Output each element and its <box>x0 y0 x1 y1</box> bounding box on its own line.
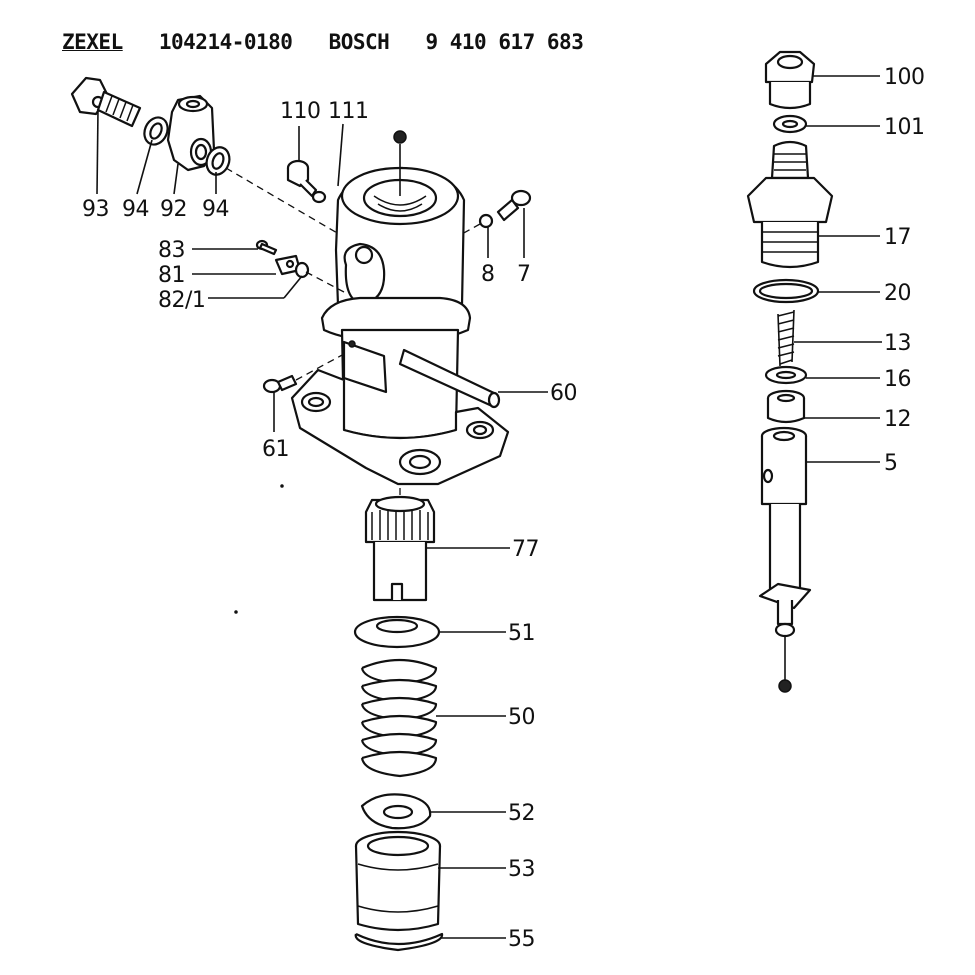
bosch-part-number: 9 410 617 683 <box>425 30 584 54</box>
part-83-screw <box>255 239 278 256</box>
part-110-screw <box>286 159 318 198</box>
label-20: 20 <box>884 281 911 306</box>
part-7-screw <box>496 189 532 222</box>
label-8: 8 <box>481 262 495 287</box>
assembly-line-banjo <box>225 167 357 245</box>
label-60: 60 <box>550 381 577 406</box>
part-20-o-ring <box>752 278 820 304</box>
pump-housing <box>290 166 510 486</box>
label-77: 77 <box>512 537 539 562</box>
part-12-delivery-valve <box>766 389 806 424</box>
label-13: 13 <box>884 331 911 356</box>
label-53: 53 <box>508 857 535 882</box>
label-92: 92 <box>160 197 187 222</box>
label-52: 52 <box>508 801 535 826</box>
assembly-marker-top <box>393 130 407 144</box>
part-100-holder-nut <box>764 50 816 110</box>
label-100: 100 <box>884 65 925 90</box>
part-53-tappet <box>354 830 442 932</box>
label-17: 17 <box>884 225 911 250</box>
label-110: 110 <box>280 99 321 124</box>
part-51-spring-seat <box>353 615 441 649</box>
part-52-lower-seat <box>360 793 432 830</box>
part-77-control-sleeve <box>364 495 436 602</box>
part-61-screw <box>262 374 298 394</box>
part-55-snap-ring <box>354 932 444 952</box>
label-83: 83 <box>158 238 185 263</box>
assembly-line-61 <box>295 353 345 381</box>
part-50-spring <box>360 658 438 778</box>
label-5: 5 <box>884 451 898 476</box>
label-61: 61 <box>262 437 289 462</box>
scan-dot <box>234 610 238 614</box>
label-12: 12 <box>884 407 911 432</box>
part-94-washer-a <box>143 116 169 146</box>
leader-lines <box>96 75 882 939</box>
label-50: 50 <box>508 705 535 730</box>
label-51: 51 <box>508 621 535 646</box>
label-94b: 94 <box>202 197 229 222</box>
label-55: 55 <box>508 927 535 952</box>
label-7: 7 <box>517 262 531 287</box>
part-13-spring <box>777 309 795 367</box>
label-111: 111 <box>328 99 369 124</box>
assembly-line-7 <box>461 223 481 235</box>
label-81: 81 <box>158 263 185 288</box>
part-16-gasket <box>764 365 808 385</box>
part-82-washer <box>294 261 310 279</box>
label-82-1: 82/1 <box>158 288 205 313</box>
diagram-header: ZEXEL 104214-0180 BOSCH 9 410 617 683 <box>62 30 607 60</box>
part-8-washer <box>478 213 494 229</box>
assembly-marker-bottom <box>778 679 792 693</box>
zexel-part-number: 104214-0180 <box>158 30 293 54</box>
part-94-washer-b <box>205 146 231 176</box>
part-17-delivery-valve-holder <box>746 140 834 269</box>
part-81-plate <box>274 254 302 276</box>
part-5-plunger-barrel <box>758 426 812 638</box>
part-92-banjo <box>166 94 216 172</box>
part-93-banjo-bolt <box>70 76 142 128</box>
label-94a: 94 <box>122 197 149 222</box>
part-101-seal <box>772 114 808 134</box>
part-111-washer <box>311 190 327 204</box>
label-93: 93 <box>82 197 109 222</box>
label-101: 101 <box>884 115 925 140</box>
brand-zexel: ZEXEL <box>62 30 123 54</box>
label-16: 16 <box>884 367 911 392</box>
brand-bosch: BOSCH <box>328 30 390 54</box>
scan-dot <box>280 484 284 488</box>
